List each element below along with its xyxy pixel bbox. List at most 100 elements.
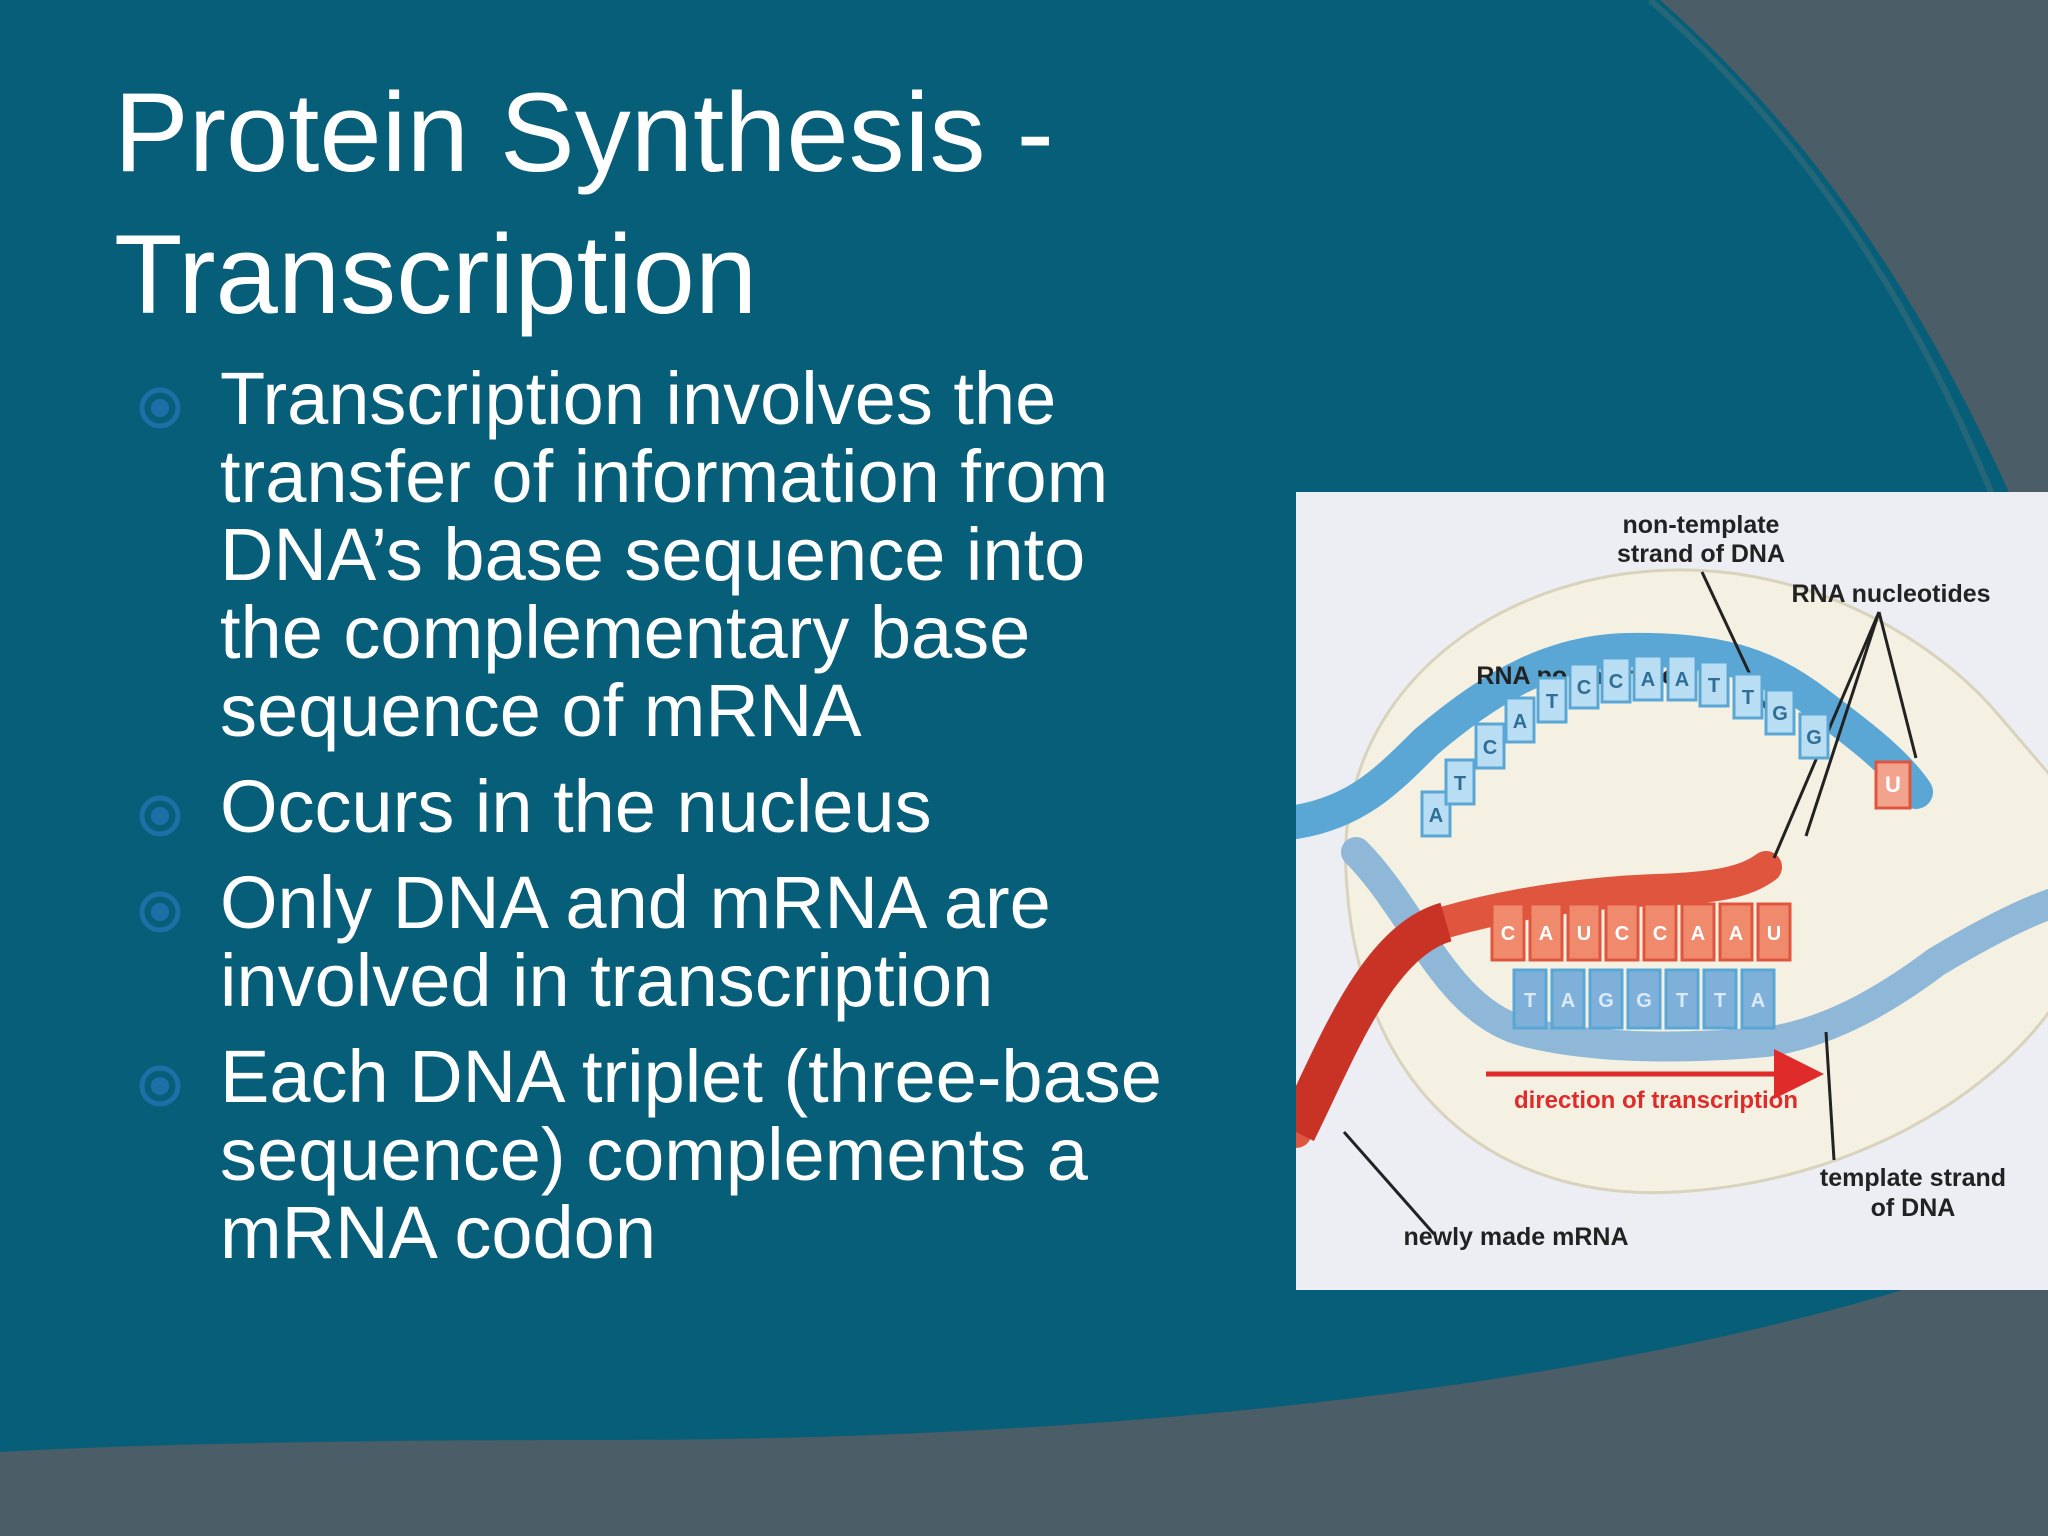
base-tile: G <box>1588 968 1624 1030</box>
base-letter: G <box>1806 727 1822 749</box>
circled-dot-icon <box>139 795 181 837</box>
base-letter: A <box>1691 923 1705 945</box>
base-letter: U <box>1767 923 1781 945</box>
template-leader <box>1824 1031 1836 1161</box>
bullet-line: mRNA codon <box>220 1191 656 1274</box>
non-template-label-2: strand of DNA <box>1617 540 1785 568</box>
base-tile-shape <box>1474 722 1506 770</box>
rna-nucleotides-label: RNA nucleotides <box>1791 580 1990 608</box>
base-tile-shape <box>1444 758 1476 806</box>
base-tile-shape <box>1490 902 1526 962</box>
dna-top-strand <box>1296 632 1933 839</box>
non-template-label-1: non-template <box>1623 511 1780 539</box>
base-tile-shape <box>1600 656 1632 704</box>
base-tile: A <box>1632 654 1664 702</box>
bullet-line: Each DNA triplet (three-base <box>220 1035 1162 1118</box>
base-tile: C <box>1568 662 1600 710</box>
base-tile-shape <box>1550 968 1586 1030</box>
bullet-line: involved in transcription <box>220 939 994 1022</box>
bullet-item: Occurs in the nucleus <box>138 768 1278 846</box>
base-tile-shape <box>1740 968 1776 1030</box>
base-tile: A <box>1550 968 1586 1030</box>
dna-backbone <box>1296 632 1933 839</box>
base-tile-shape <box>1732 672 1764 720</box>
nucleotides-leader-2 <box>1804 611 1881 837</box>
free-nucleotide-label: U <box>1885 772 1901 797</box>
base-letter: C <box>1615 923 1629 945</box>
base-letter: A <box>1675 669 1689 691</box>
base-tile-shape <box>1698 660 1730 708</box>
newly-made-mrna-label: newly made mRNA <box>1403 1223 1628 1251</box>
base-letter: A <box>1729 923 1743 945</box>
base-tile: U <box>1756 902 1792 962</box>
base-letter: A <box>1513 711 1527 733</box>
bullet-line: Only DNA and mRNA are <box>220 861 1051 944</box>
base-tile: T <box>1444 758 1476 806</box>
base-letter: T <box>1708 675 1720 697</box>
base-tile: A <box>1528 902 1564 962</box>
bullet-item: Each DNA triplet (three-base sequence) c… <box>138 1038 1278 1272</box>
base-tile-shape <box>1528 902 1564 962</box>
base-letter: C <box>1577 677 1591 699</box>
base-tile: C <box>1604 902 1640 962</box>
slide-title: Protein Synthesis - Transcription <box>114 62 1294 346</box>
base-tile-shape <box>1798 712 1830 760</box>
base-letter: G <box>1772 703 1788 725</box>
bullet-line: Occurs in the nucleus <box>220 765 932 848</box>
bullet-line: DNA’s base sequence into <box>220 513 1086 596</box>
bullet-line: the complementary base <box>220 591 1031 674</box>
base-tile: T <box>1512 968 1548 1030</box>
title-line-2: Transcription <box>114 212 758 337</box>
bullet-line: Transcription involves the <box>220 357 1057 440</box>
base-tile-shape <box>1568 662 1600 710</box>
mrna-leader <box>1342 1131 1436 1235</box>
base-tile-shape <box>1504 696 1536 744</box>
base-tile-shape <box>1626 968 1662 1030</box>
base-tile-shape <box>1632 654 1664 702</box>
base-tile: T <box>1702 968 1738 1030</box>
template-label-2: of DNA <box>1871 1194 1956 1222</box>
circled-dot-icon <box>139 387 181 429</box>
base-letter: A <box>1561 990 1575 1012</box>
direction-label: direction of transcription <box>1514 1087 1798 1114</box>
base-tile-shape <box>1702 968 1738 1030</box>
base-tile-shape <box>1664 968 1700 1030</box>
base-tile-shape <box>1764 688 1796 736</box>
template-backbone <box>1341 837 2048 1062</box>
bullet-item: Only DNA and mRNA are involved in transc… <box>138 864 1278 1020</box>
base-letter: A <box>1641 669 1655 691</box>
base-tile-shape <box>1536 676 1568 724</box>
base-tile-shape <box>1666 654 1698 702</box>
base-tile: C <box>1600 656 1632 704</box>
base-tile: U <box>1566 902 1602 962</box>
bullet-line: sequence of mRNA <box>220 669 862 752</box>
base-tile: A <box>1666 654 1698 702</box>
base-tile-shape <box>1566 902 1602 962</box>
base-tile: G <box>1764 688 1796 736</box>
non-template-leader <box>1700 571 1778 731</box>
free-nucleotide <box>1874 760 1912 810</box>
base-tile: T <box>1732 672 1764 720</box>
bullet-item: Transcription involves the transfer of i… <box>138 360 1278 750</box>
nucleotides-leader-3 <box>1877 611 1918 759</box>
base-letter: G <box>1636 990 1652 1012</box>
base-letter: T <box>1714 990 1726 1012</box>
base-tile-shape <box>1604 902 1640 962</box>
newly-made-mrna-strand <box>1296 902 1453 1141</box>
base-tile-shape <box>1642 902 1678 962</box>
base-letter: A <box>1751 990 1765 1012</box>
base-tile: T <box>1536 676 1568 724</box>
transcription-diagram: U direction of transcription non-templat… <box>1296 492 2048 1290</box>
base-tile: C <box>1474 722 1506 770</box>
base-letter: T <box>1676 990 1688 1012</box>
base-letter: A <box>1429 805 1443 827</box>
base-letter: C <box>1653 923 1667 945</box>
base-letter: T <box>1742 687 1754 709</box>
base-letter: T <box>1524 990 1536 1012</box>
base-tile-shape <box>1512 968 1548 1030</box>
base-tile-shape <box>1756 902 1792 962</box>
bullet-line: sequence) complements a <box>220 1113 1088 1196</box>
base-tile: A <box>1680 902 1716 962</box>
bullet-list: Transcription involves the transfer of i… <box>138 360 1278 1290</box>
base-tile: T <box>1698 660 1730 708</box>
